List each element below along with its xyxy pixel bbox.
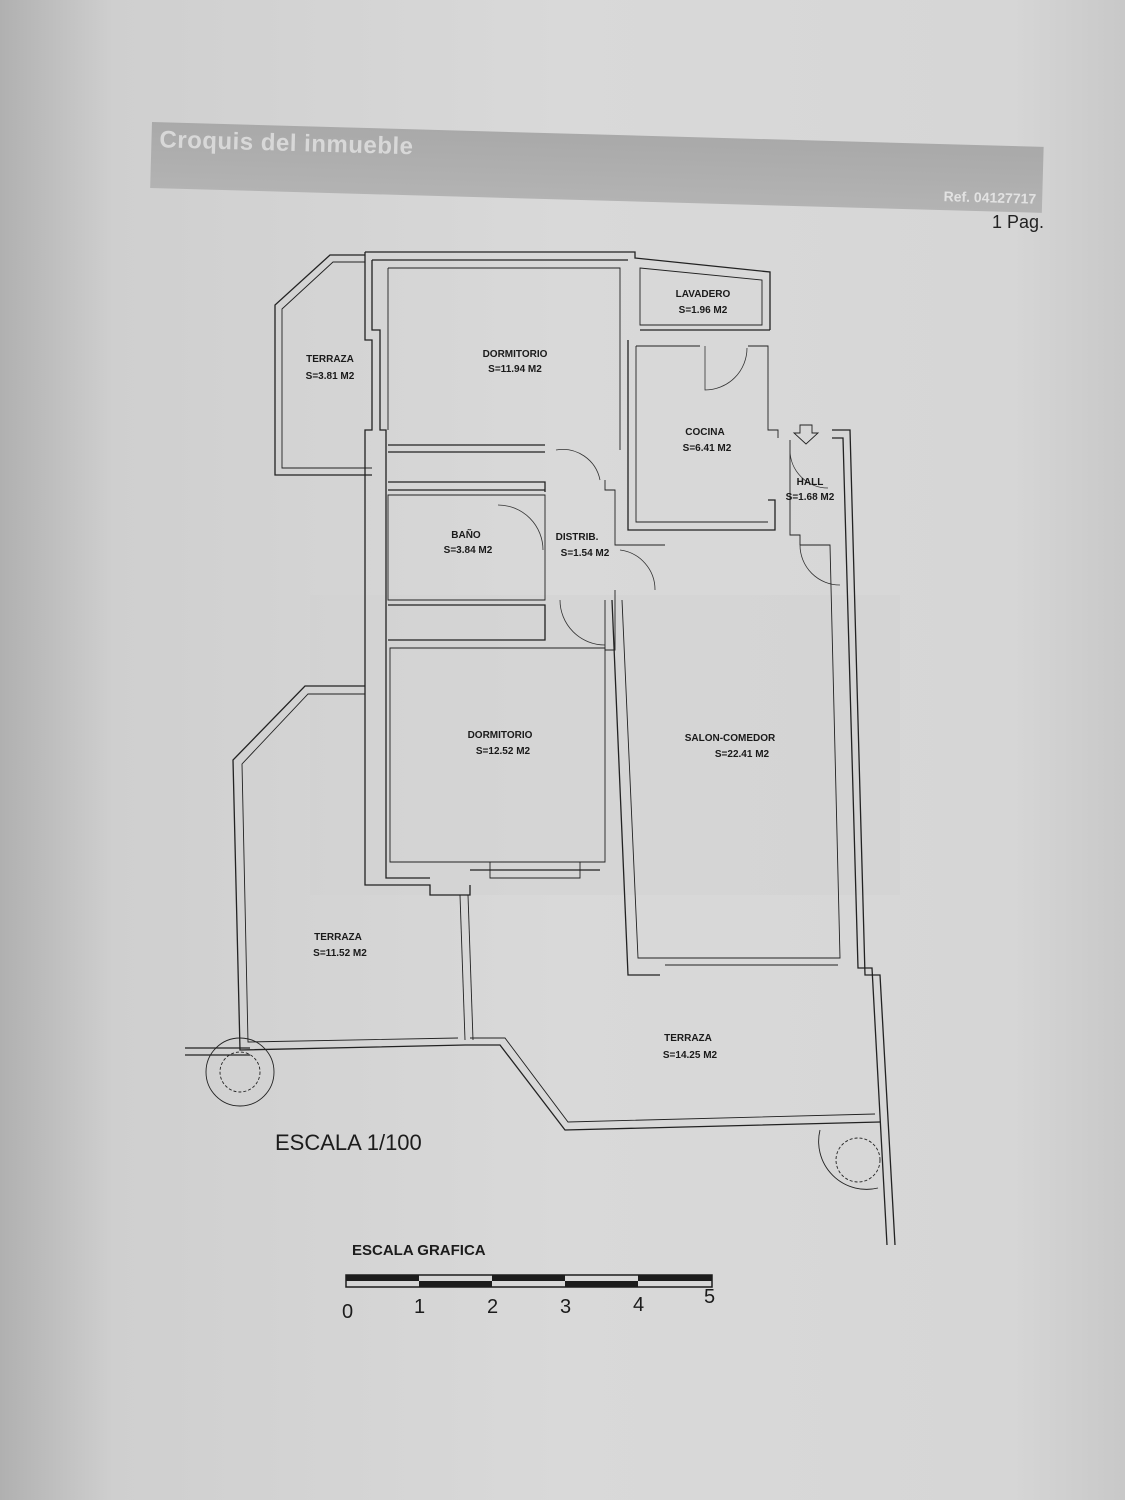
terraza-lower-outline [465,1037,881,1190]
bano-walls [387,449,665,651]
room-name-cocina: COCINA [685,427,724,438]
room-area-terraza-small: S=3.81 M2 [306,371,355,382]
scale-bar [345,1274,713,1288]
scale-tick: 3 [560,1296,571,1318]
room-area-distribuidor: S=1.54 M2 [561,548,610,559]
room-area-bano: S=3.84 M2 [444,545,493,556]
room-area-cocina: S=6.41 M2 [683,443,732,454]
terraza-small-outline [274,254,372,476]
terraza-left-outline [185,685,474,1107]
page-number: 1 Pag. [992,212,1045,232]
room-name-salon-comedor: SALON-COMEDOR [685,733,776,744]
dormitorio-upper-walls [387,267,621,492]
cocina-walls [627,340,779,531]
scale-graphic-label: ESCALA GRAFICA [352,1242,486,1259]
scale-tick: 2 [487,1296,498,1318]
room-area-terraza-lower: S=14.25 M2 [663,1050,718,1061]
scale-segment [638,1275,712,1281]
lavadero-walls [639,267,770,331]
room-name-dormitorio-2: DORMITORIO [468,730,533,741]
scale-segment [419,1281,492,1287]
room-name-dormitorio-1: DORMITORIO [483,349,548,360]
room-name-distribuidor: DISTRIB. [556,532,599,543]
room-name-bano: BAÑO [451,528,481,541]
scale-tick: 1 [414,1296,425,1318]
room-name-terraza-left: TERRAZA [314,932,362,943]
scale-text: ESCALA 1/100 [275,1130,422,1155]
room-name-hall: HALL [797,477,824,488]
scale-segment [346,1275,419,1281]
room-area-lavadero: S=1.96 M2 [679,305,728,316]
room-area-salon-comedor: S=22.41 M2 [715,749,770,760]
room-area-terraza-left: S=11.52 M2 [313,948,367,959]
room-name-terraza-lower: TERRAZA [664,1033,712,1044]
hall-walls [789,424,841,586]
room-area-hall: S=1.68 M2 [786,492,835,503]
scale-tick: 0 [342,1301,353,1323]
dormitorio-lower-walls [389,647,606,879]
room-area-dormitorio-1: S=11.94 M2 [488,364,542,375]
scale-tick: 4 [633,1294,644,1316]
scale-segment [565,1281,638,1287]
scale-segment [492,1275,565,1281]
room-name-lavadero: LAVADERO [676,289,731,300]
outer-walls [364,251,896,1246]
room-area-dormitorio-2: S=12.52 M2 [476,746,531,757]
room-name-terraza-small: TERRAZA [306,354,354,365]
scale-tick: 5 [704,1286,715,1308]
salon-comedor-walls [611,544,841,976]
